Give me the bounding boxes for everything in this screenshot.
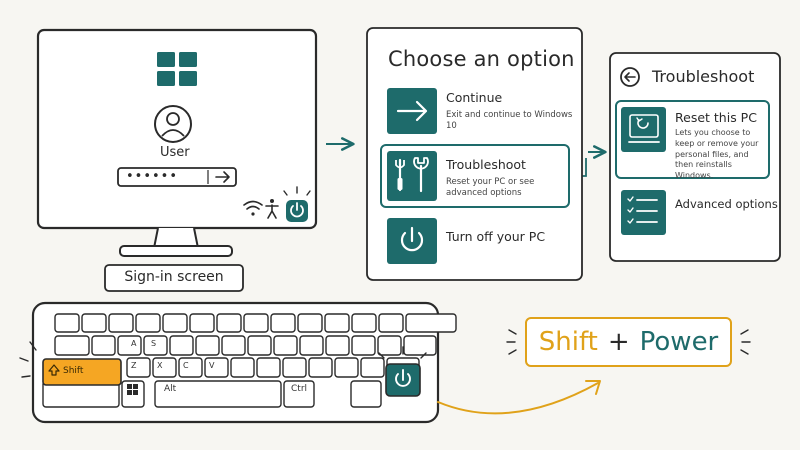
keyboard-to-combo-arrow xyxy=(437,382,599,415)
key-label: A xyxy=(131,339,137,348)
key-label: Z xyxy=(131,361,137,370)
option-advanced-title: Advanced options xyxy=(675,197,778,211)
key[interactable] xyxy=(377,335,402,356)
option-troubleshoot-desc: Reset your PC or see advanced options xyxy=(446,177,535,199)
keyboard-to-combo-arrowhead xyxy=(585,380,601,395)
combo-frame xyxy=(525,317,732,367)
option-reset-title: Reset this PC xyxy=(675,110,757,125)
combo-label: Shift + Power xyxy=(526,318,731,366)
key[interactable] xyxy=(350,380,382,408)
power-button-screen[interactable] xyxy=(286,200,308,222)
windows-logo-icon xyxy=(157,52,197,86)
alt-key[interactable] xyxy=(154,380,282,408)
signin-caption: Sign-in screen xyxy=(124,269,224,285)
key[interactable] xyxy=(54,313,80,333)
key[interactable] xyxy=(189,313,215,333)
power-key[interactable] xyxy=(385,363,421,397)
key[interactable] xyxy=(403,335,437,356)
key[interactable] xyxy=(256,357,281,378)
key[interactable] xyxy=(299,335,324,356)
ctrl-key[interactable] xyxy=(283,380,315,408)
backspace-key[interactable] xyxy=(405,313,457,333)
key[interactable] xyxy=(324,313,350,333)
key[interactable] xyxy=(117,335,142,356)
combo-plus: + xyxy=(607,327,630,357)
option-continue-desc: Exit and continue to Windows 10 xyxy=(446,110,573,132)
option-turn-off-title: Turn off your PC xyxy=(446,229,546,244)
windows-key-icon xyxy=(127,384,138,395)
key[interactable] xyxy=(230,357,255,378)
combo-emphasis-marks xyxy=(506,329,751,355)
key[interactable] xyxy=(91,335,116,356)
key[interactable] xyxy=(81,313,107,333)
key[interactable] xyxy=(273,335,298,356)
password-mask[interactable]: •••••• xyxy=(126,169,179,184)
key[interactable] xyxy=(243,313,269,333)
monitor xyxy=(36,28,318,257)
key[interactable] xyxy=(143,335,168,356)
key[interactable] xyxy=(247,335,272,356)
ctrl-key-label: Ctrl xyxy=(291,384,308,394)
key[interactable] xyxy=(325,335,350,356)
monitor-base xyxy=(119,245,233,257)
key-label: X xyxy=(157,361,163,370)
keyboard-keys xyxy=(42,313,457,408)
key[interactable] xyxy=(270,313,296,333)
shift-key[interactable] xyxy=(42,358,122,386)
key[interactable] xyxy=(195,335,220,356)
key[interactable] xyxy=(221,335,246,356)
key[interactable] xyxy=(152,357,177,378)
key-label: S xyxy=(151,339,157,348)
key[interactable] xyxy=(135,313,161,333)
wifi-icon xyxy=(243,200,263,216)
signin-username: User xyxy=(160,145,190,160)
submit-arrow-icon xyxy=(215,171,230,183)
option-continue-title: Continue xyxy=(446,90,503,105)
key[interactable] xyxy=(108,313,134,333)
key[interactable] xyxy=(308,357,333,378)
key[interactable] xyxy=(204,357,229,378)
key[interactable] xyxy=(282,357,307,378)
power-icon xyxy=(387,218,437,264)
shift-key-label: Shift xyxy=(63,366,84,376)
checklist-icon xyxy=(621,190,666,235)
shift-attention-marks xyxy=(19,341,37,378)
power-attention-marks xyxy=(283,186,311,196)
key[interactable] xyxy=(360,357,385,378)
key[interactable] xyxy=(216,313,242,333)
key[interactable] xyxy=(351,335,376,356)
option-troubleshoot-title: Troubleshoot xyxy=(446,157,526,172)
user-avatar-icon xyxy=(154,105,192,143)
power-key-attention-marks xyxy=(378,346,427,359)
accessibility-icon xyxy=(265,199,279,219)
arrow-right-icon xyxy=(387,88,437,134)
key-label: C xyxy=(183,361,189,370)
options-title: Choose an option xyxy=(388,47,575,71)
key[interactable] xyxy=(334,357,359,378)
key[interactable] xyxy=(162,313,188,333)
key[interactable] xyxy=(169,335,194,356)
alt-key-label: Alt xyxy=(164,384,177,394)
combo-shift: Shift xyxy=(538,327,598,357)
key[interactable] xyxy=(178,357,203,378)
key[interactable] xyxy=(351,313,377,333)
password-field-frame xyxy=(117,167,237,187)
key[interactable] xyxy=(297,313,323,333)
tab-key[interactable] xyxy=(54,335,90,356)
keyboard xyxy=(19,301,457,424)
key[interactable] xyxy=(378,313,404,333)
back-arrow-icon[interactable] xyxy=(620,67,640,87)
reset-pc-icon xyxy=(621,107,666,152)
troubleshoot-title: Troubleshoot xyxy=(652,67,755,86)
key-label: V xyxy=(209,361,215,370)
signin-caption-frame xyxy=(104,264,244,292)
combo-power: Power xyxy=(639,327,719,357)
tools-icon xyxy=(387,151,437,201)
key[interactable] xyxy=(126,357,151,378)
option-reset-desc: Lets you choose to keep or remove your p… xyxy=(675,128,759,181)
